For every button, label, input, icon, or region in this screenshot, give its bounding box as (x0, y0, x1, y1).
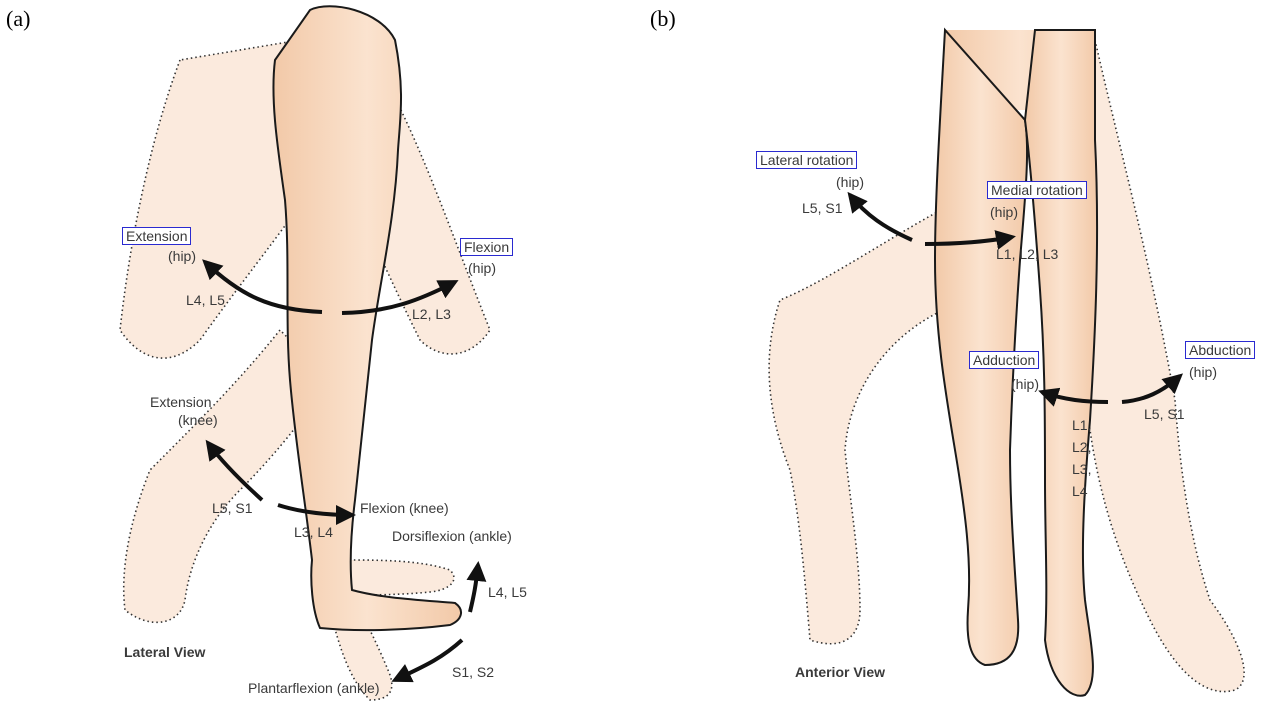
label-adduction-roots: L1, L2, L3, L4 (1072, 414, 1091, 502)
ghost-foot-dorsiflexion (345, 560, 454, 595)
label-knee-extension: Extension (150, 394, 211, 410)
label-knee-extension-roots: L5, S1 (212, 500, 252, 516)
label-adduction-joint: (hip) (1011, 376, 1039, 392)
label-knee-flexion-roots: L3, L4 (294, 524, 333, 540)
label-hip-flexion: Flexion (460, 238, 513, 256)
adduction-root-3: L3, (1072, 458, 1091, 480)
label-abduction-roots: L5, S1 (1144, 406, 1184, 422)
label-medial-rotation: Medial rotation (987, 181, 1087, 199)
adduction-root-4: L4 (1072, 480, 1091, 502)
label-medial-rotation-roots: L1, L2, L3 (996, 246, 1058, 262)
adduction-root-1: L1, (1072, 414, 1091, 436)
label-dorsiflexion-roots: L4, L5 (488, 584, 527, 600)
label-lateral-rotation-joint: (hip) (836, 174, 864, 190)
label-dorsiflexion: Dorsiflexion (ankle) (392, 528, 512, 544)
label-adduction: Adduction (969, 351, 1039, 369)
label-hip-flexion-roots: L2, L3 (412, 306, 451, 322)
label-lateral-rotation-roots: L5, S1 (802, 200, 842, 216)
lateral-view-figure (120, 6, 490, 700)
label-hip-extension-joint: (hip) (168, 248, 196, 264)
view-title-lateral: Lateral View (124, 644, 205, 660)
label-plantarflexion: Plantarflexion (ankle) (248, 680, 380, 696)
arrow-dorsiflexion (470, 565, 478, 612)
label-medial-rotation-joint: (hip) (990, 204, 1018, 220)
label-lateral-rotation: Lateral rotation (756, 151, 857, 169)
label-hip-extension-roots: L4, L5 (186, 292, 225, 308)
label-abduction-joint: (hip) (1189, 364, 1217, 380)
label-plantarflexion-roots: S1, S2 (452, 664, 494, 680)
label-knee-flexion: Flexion (knee) (360, 500, 449, 516)
adduction-root-2: L2, (1072, 436, 1091, 458)
view-title-anterior: Anterior View (795, 664, 885, 680)
label-abduction: Abduction (1185, 341, 1255, 359)
label-hip-flexion-joint: (hip) (468, 260, 496, 276)
label-knee-extension-joint: (knee) (178, 412, 218, 428)
label-hip-extension: Extension (122, 227, 191, 245)
leg-right-anterior (935, 30, 1027, 665)
